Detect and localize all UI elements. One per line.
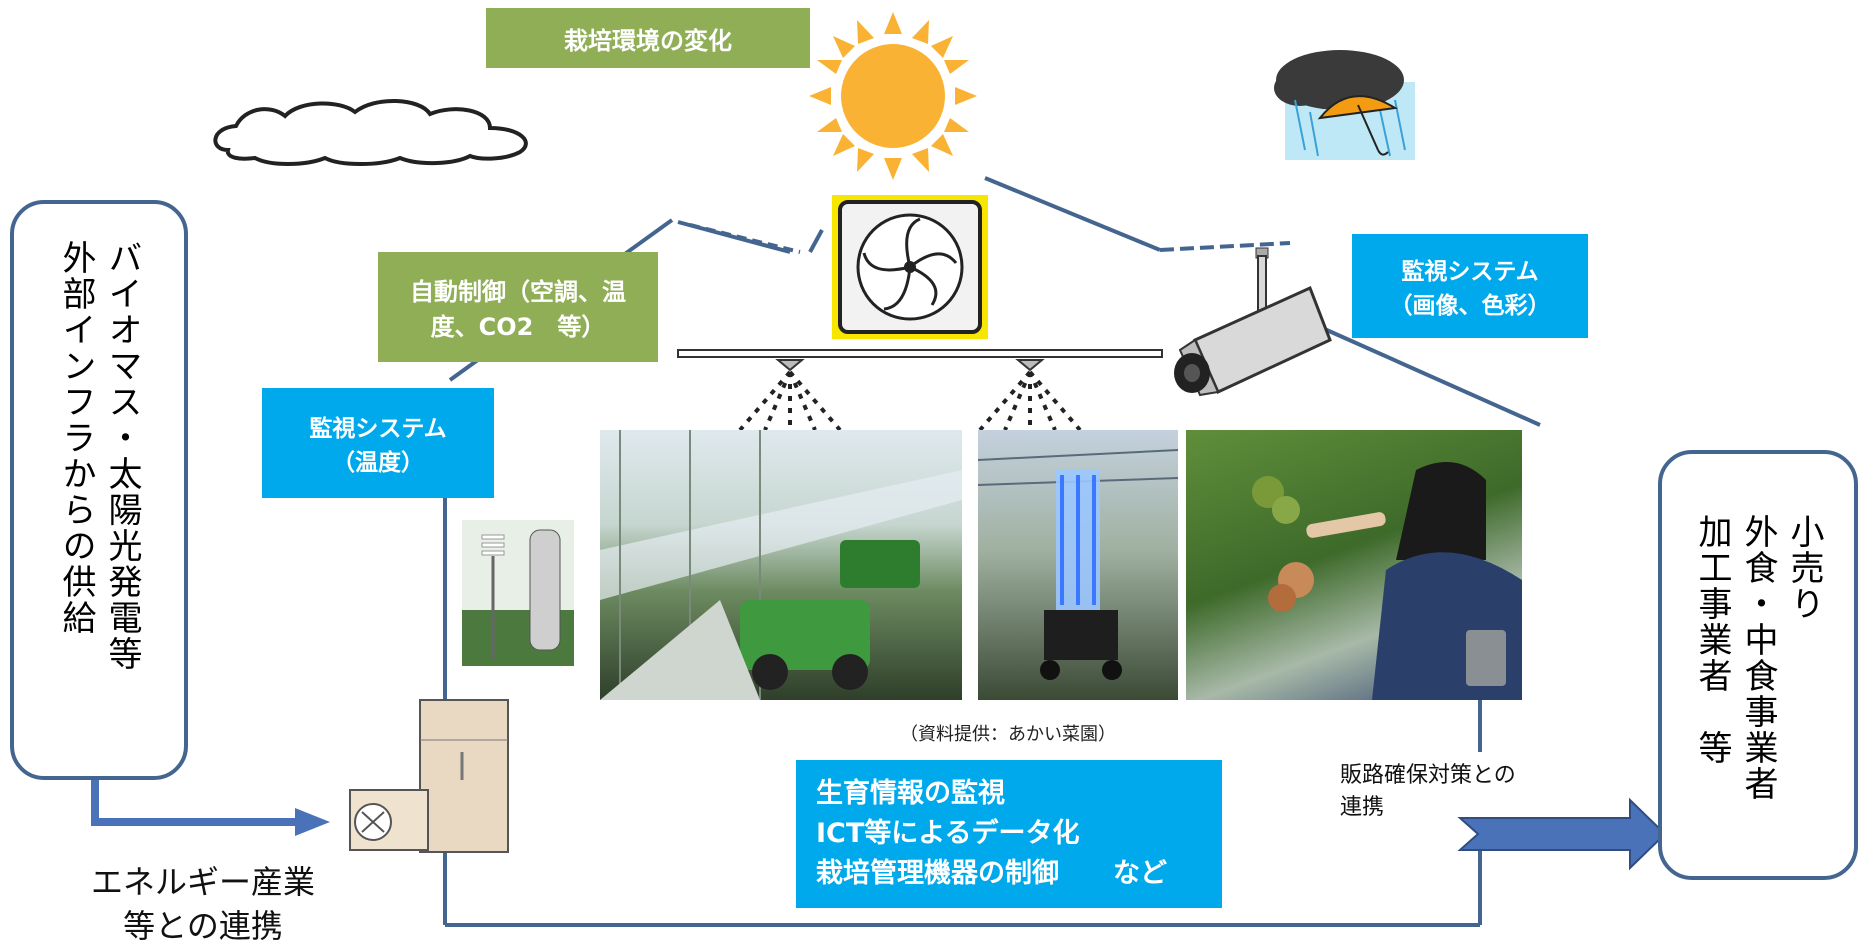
sprinkler-icon [738, 359, 842, 432]
rain-umbrella-icon [1274, 50, 1415, 160]
ict-function-line-2: ICT等によるデータ化 [816, 818, 1080, 849]
monitor-image-line-2: （画像、色彩） [1389, 293, 1551, 319]
ventilation-fan-icon [832, 195, 988, 339]
sun-icon [809, 12, 977, 180]
worker-with-tomatoes-photo [1186, 430, 1522, 700]
uv-light-device-photo [978, 430, 1178, 700]
energy-link-line-2: 等との連携 [123, 907, 283, 945]
external-infra-text: バイオマス・太陽光発電等 外部インフラからの供給 [53, 240, 145, 776]
supply-arrow [91, 780, 330, 836]
auto-control-line-1: 自動制御（空調、温 [410, 278, 626, 306]
heat-pump-icon [349, 699, 509, 853]
environment-change-label: 栽培環境の変化 [486, 8, 810, 68]
weather-sensor-icon [462, 520, 574, 666]
sales-destination-text: 小売り 外食・中食事業者 加工事業者 等 [1689, 514, 1827, 876]
sales-destination-line-2: 外食・中食事業者 [1738, 514, 1778, 802]
security-camera-icon [1174, 247, 1332, 397]
ict-functions-box: 生育情報の監視 ICT等によるデータ化 栽培管理機器の制御 など [796, 760, 1222, 908]
sales-arrow [1457, 797, 1667, 871]
greenhouse-vehicle-photo [600, 430, 962, 700]
ict-function-line-3: 栽培管理機器の制御 など [816, 858, 1167, 889]
auto-control-label: 自動制御（空調、温 度、CO2 等） [378, 252, 658, 362]
sales-link-line-2: 連携 [1340, 795, 1385, 820]
external-infra-line-1: 外部インフラからの供給 [56, 240, 96, 636]
monitor-temperature-line-1: 監視システム [309, 416, 447, 442]
external-infra-line-2: バイオマス・太陽光発電等 [102, 240, 142, 672]
sales-destination-box: 小売り 外食・中食事業者 加工事業者 等 [1658, 450, 1858, 880]
photo-credit: （資料提供：あかい菜園） [900, 724, 1116, 745]
monitor-image-label: 監視システム （画像、色彩） [1352, 234, 1588, 338]
cloud-icon [213, 99, 528, 166]
ict-function-line-1: 生育情報の監視 [816, 778, 1005, 809]
sales-link-line-1: 販路確保対策との [1340, 763, 1516, 788]
auto-control-line-2: 度、CO2 等） [430, 313, 606, 341]
sales-destination-line-1: 加工事業者 等 [1692, 514, 1732, 766]
monitor-temperature-label: 監視システム （温度） [262, 388, 494, 498]
sprinkler-icon [978, 359, 1082, 432]
sales-link-text: 販路確保対策との 連携 [1340, 760, 1516, 824]
external-infra-box: バイオマス・太陽光発電等 外部インフラからの供給 [10, 200, 188, 780]
environment-change-text: 栽培環境の変化 [564, 26, 732, 55]
energy-link-text: エネルギー産業 等との連携 [62, 860, 344, 948]
monitor-image-line-1: 監視システム [1401, 259, 1539, 285]
sales-destination-line-3: 小売り [1784, 514, 1824, 622]
energy-link-line-1: エネルギー産業 [90, 863, 315, 901]
monitor-temperature-line-2: （温度） [332, 450, 424, 476]
